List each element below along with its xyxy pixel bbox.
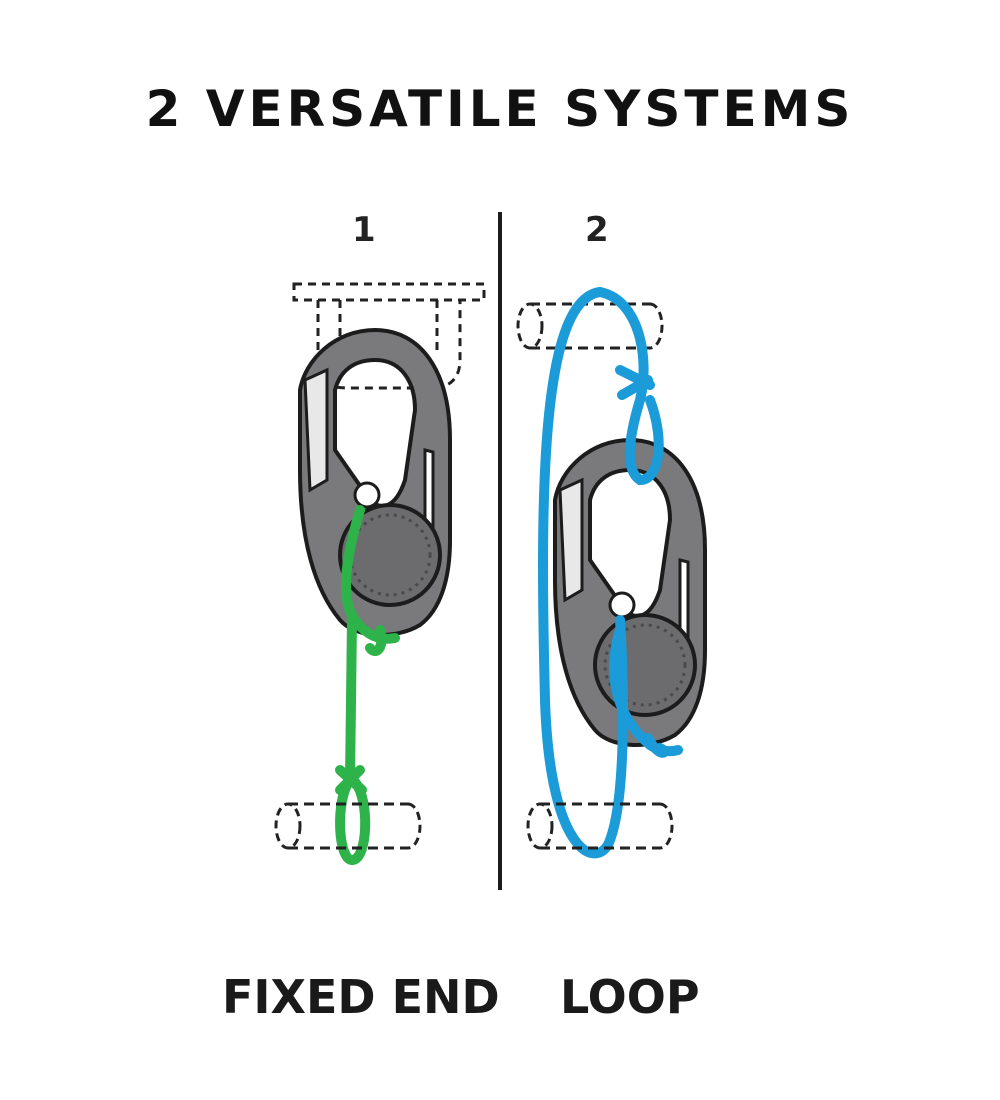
panel-1-carabiner (298, 328, 452, 638)
panel-2-label: LOOP (560, 970, 700, 1024)
panel-1-bottom-anchor (274, 802, 422, 850)
panel-1-cord (335, 505, 400, 866)
panel-2-number: 2 (585, 210, 609, 250)
panel-2-cord (538, 287, 683, 859)
panel-2-bottom-anchor (526, 802, 674, 850)
panel-1-number: 1 (352, 210, 376, 250)
panel-1-label: FIXED END (222, 970, 500, 1024)
diagram-title: 2 VERSATILE SYSTEMS (145, 80, 855, 138)
panel-2-carabiner (553, 438, 707, 748)
